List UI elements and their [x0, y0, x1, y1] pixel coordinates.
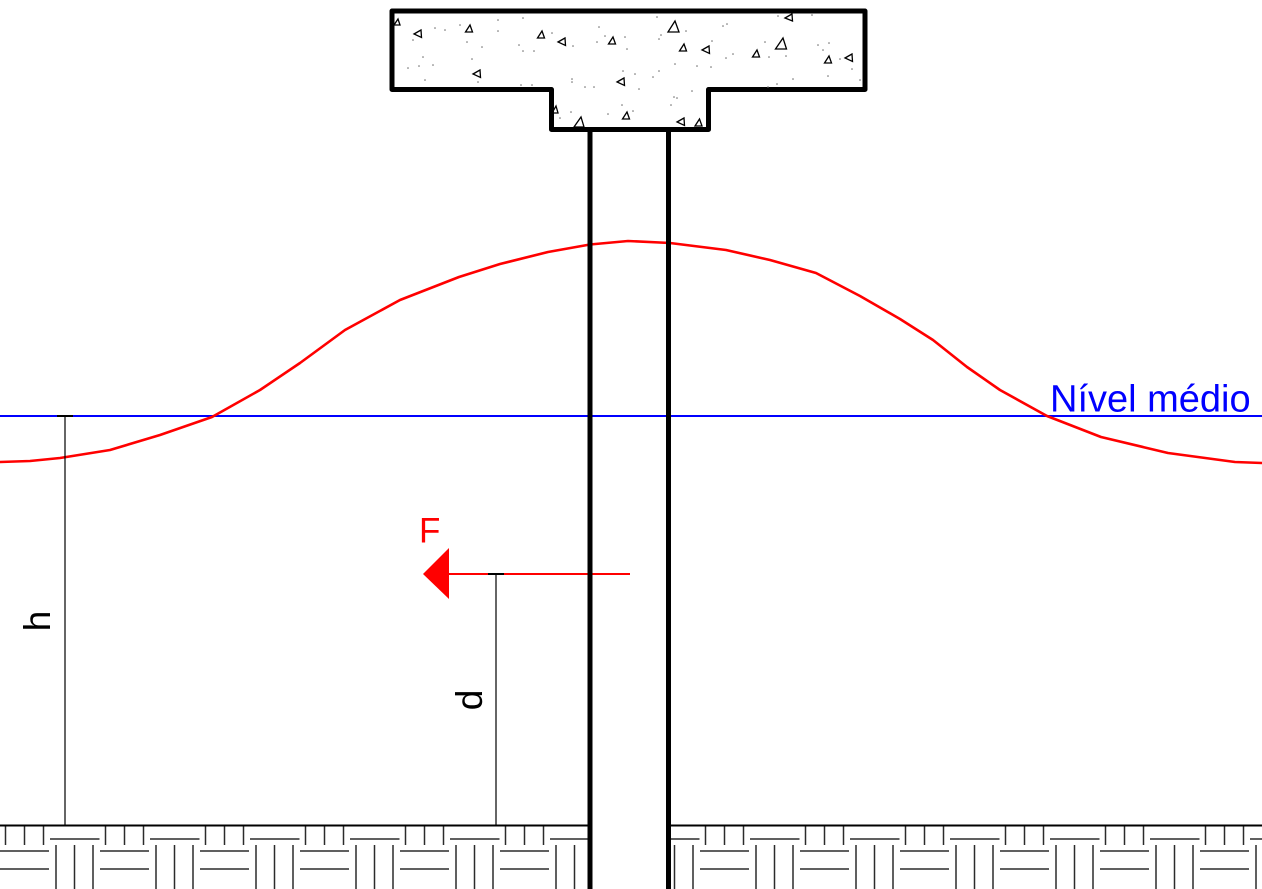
pile-cap-outline: [389, 8, 868, 132]
water-depth-label: h: [17, 611, 58, 632]
force-arrow-head-icon: [423, 548, 449, 599]
pile-cap: [389, 8, 868, 132]
seabed-hatch-right: [670, 825, 1262, 889]
pile: [587, 129, 671, 889]
seabed-hatch-left: [0, 825, 588, 889]
mean-level-label: Nível médio: [1050, 379, 1251, 421]
concrete-hatch: [392, 12, 861, 128]
force-arrow: [423, 548, 630, 599]
force-label: F: [419, 512, 440, 551]
wave-profile: [0, 239, 1262, 465]
dimension-h: [57, 415, 73, 825]
force-height-label: d: [449, 690, 490, 711]
seabed: [0, 824, 1262, 889]
dimension-d: [488, 573, 504, 825]
